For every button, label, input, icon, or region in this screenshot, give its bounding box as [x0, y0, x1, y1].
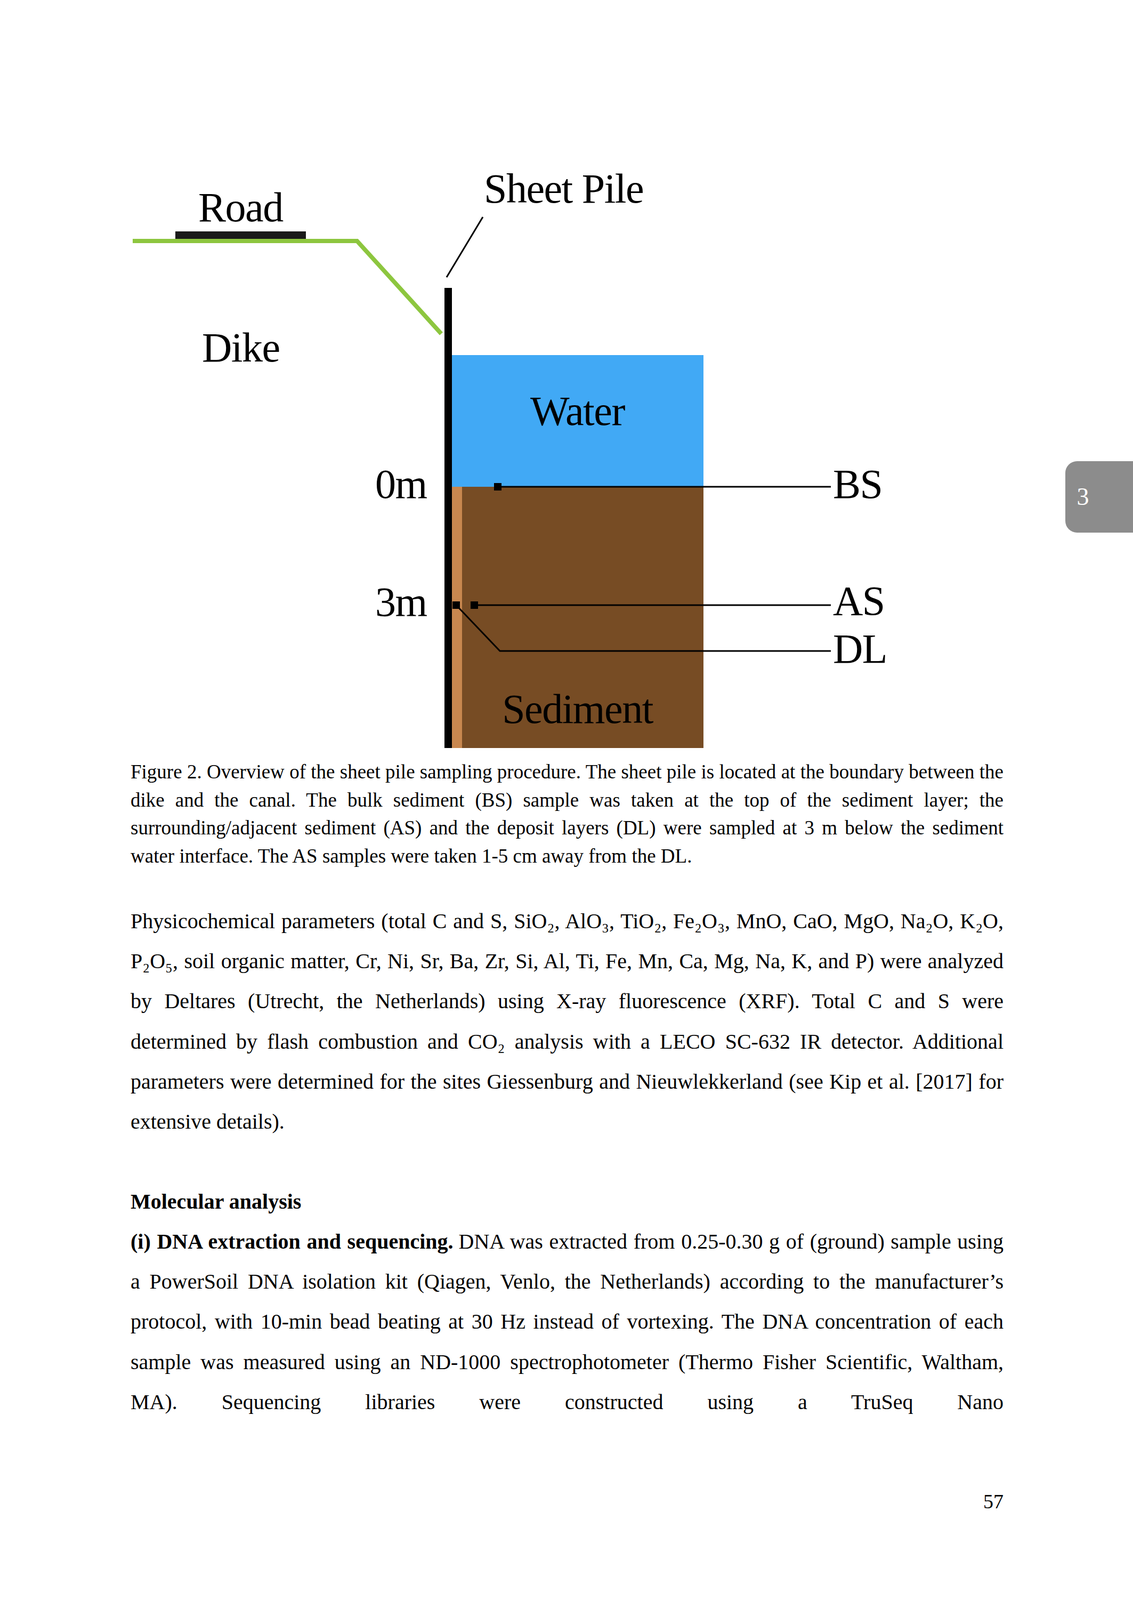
region-label: Sediment: [451, 688, 704, 730]
water-region: Water: [451, 354, 704, 487]
page-number-wrap: 57: [983, 1490, 1004, 1511]
body-paragraph: (i) DNA extraction and sequencing.DNA wa…: [130, 1220, 1004, 1422]
label-wrap: 0m: [375, 463, 427, 505]
paragraph-wrap: (i) DNA extraction and sequencing.DNA wa…: [130, 1220, 1004, 1422]
region-label: Water: [451, 390, 704, 432]
depth-label: 3m: [375, 578, 427, 625]
caption-wrap: Figure 2. Overview of the sheet pile sam…: [130, 757, 1004, 870]
leader-line: [474, 604, 831, 606]
sediment-region: Sediment: [451, 486, 704, 748]
heading-wrap: Molecular analysis: [130, 1180, 1004, 1221]
label-wrap: Sheet Pile: [483, 167, 644, 210]
depth-label: 0m: [375, 460, 427, 507]
sediment-fill: [451, 486, 704, 748]
body-paragraph: Physicochemical parameters (total C and …: [130, 900, 1004, 1141]
chapter-number: 3: [1065, 484, 1101, 509]
road-label: Road: [198, 183, 283, 231]
paragraph-wrap: Physicochemical parameters (total C and …: [130, 900, 1004, 1141]
section-heading: Molecular analysis: [130, 1180, 1004, 1221]
sheet-pile: [444, 287, 452, 748]
label-wrap: DL: [832, 627, 887, 670]
dike-label: Dike: [201, 324, 280, 371]
label-wrap: 3m: [375, 580, 427, 623]
label-wrap: AS: [832, 579, 885, 622]
leader-line: [497, 486, 831, 488]
leader-line: [456, 604, 831, 651]
figure-caption: Figure 2. Overview of the sheet pile sam…: [130, 757, 1004, 870]
sample-label: BS: [832, 460, 882, 507]
body-text: DNA was extracted from 0.25-0.30 g of (g…: [130, 1228, 1004, 1414]
deposit-layer-strip: [451, 486, 463, 748]
leader-line: [446, 216, 483, 278]
dike-profile: [132, 240, 442, 334]
label-wrap: Dike: [201, 326, 280, 369]
subsection-heading: (i) DNA extraction and sequencing.: [130, 1228, 454, 1253]
sample-label: AS: [832, 577, 885, 624]
sheet-pile-label: Sheet Pile: [483, 165, 644, 212]
label-wrap: Road: [198, 186, 283, 229]
page-number: 57: [983, 1489, 1004, 1512]
road-bar: [175, 231, 306, 239]
sample-label: DL: [832, 625, 887, 672]
water-fill: [451, 354, 704, 487]
chapter-tab: 3: [1065, 460, 1133, 533]
label-wrap: BS: [832, 463, 882, 505]
